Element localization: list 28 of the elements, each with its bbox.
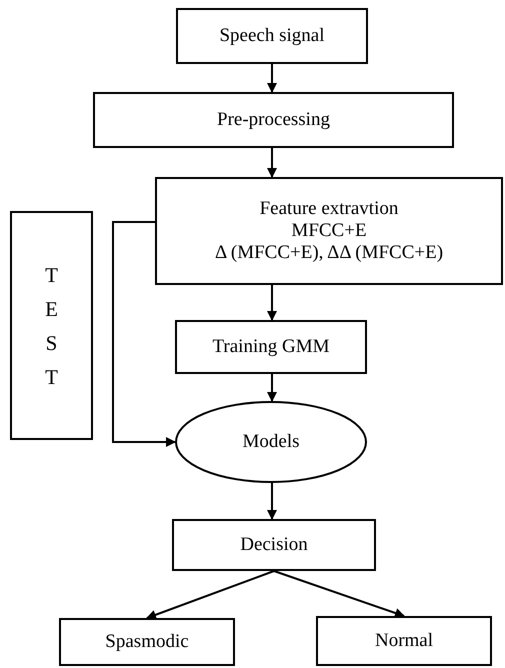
node-label: Feature extravtion	[260, 198, 398, 220]
arrow	[146, 570, 274, 620]
node-label: Δ (MFCC+E), ΔΔ (MFCC+E)	[214, 242, 444, 264]
decision-box	[172, 519, 376, 571]
arrow	[267, 64, 277, 93]
node-label: Models	[242, 431, 300, 453]
node-label: Normal	[374, 630, 434, 652]
process-box	[176, 8, 368, 64]
node-label: Decision	[240, 534, 308, 556]
result-box	[316, 616, 492, 666]
arrow	[112, 221, 176, 447]
process-box	[175, 320, 367, 374]
node-label: Training GMM	[212, 336, 330, 358]
node-label: Spasmodic	[105, 631, 189, 653]
arrow	[267, 483, 277, 520]
arrow	[274, 570, 405, 618]
node-label: MFCC+E	[291, 220, 367, 242]
arrow	[267, 285, 277, 321]
arrow	[267, 148, 277, 178]
process-box	[155, 177, 503, 285]
vertical-label: T E S T	[44, 262, 59, 390]
node-label: Speech signal	[219, 25, 324, 47]
process-box	[93, 92, 454, 148]
result-box	[59, 618, 235, 666]
node-label: Pre-processing	[217, 109, 330, 131]
arrow	[267, 374, 277, 402]
model-ellipse	[175, 401, 367, 483]
label-box	[10, 211, 93, 440]
